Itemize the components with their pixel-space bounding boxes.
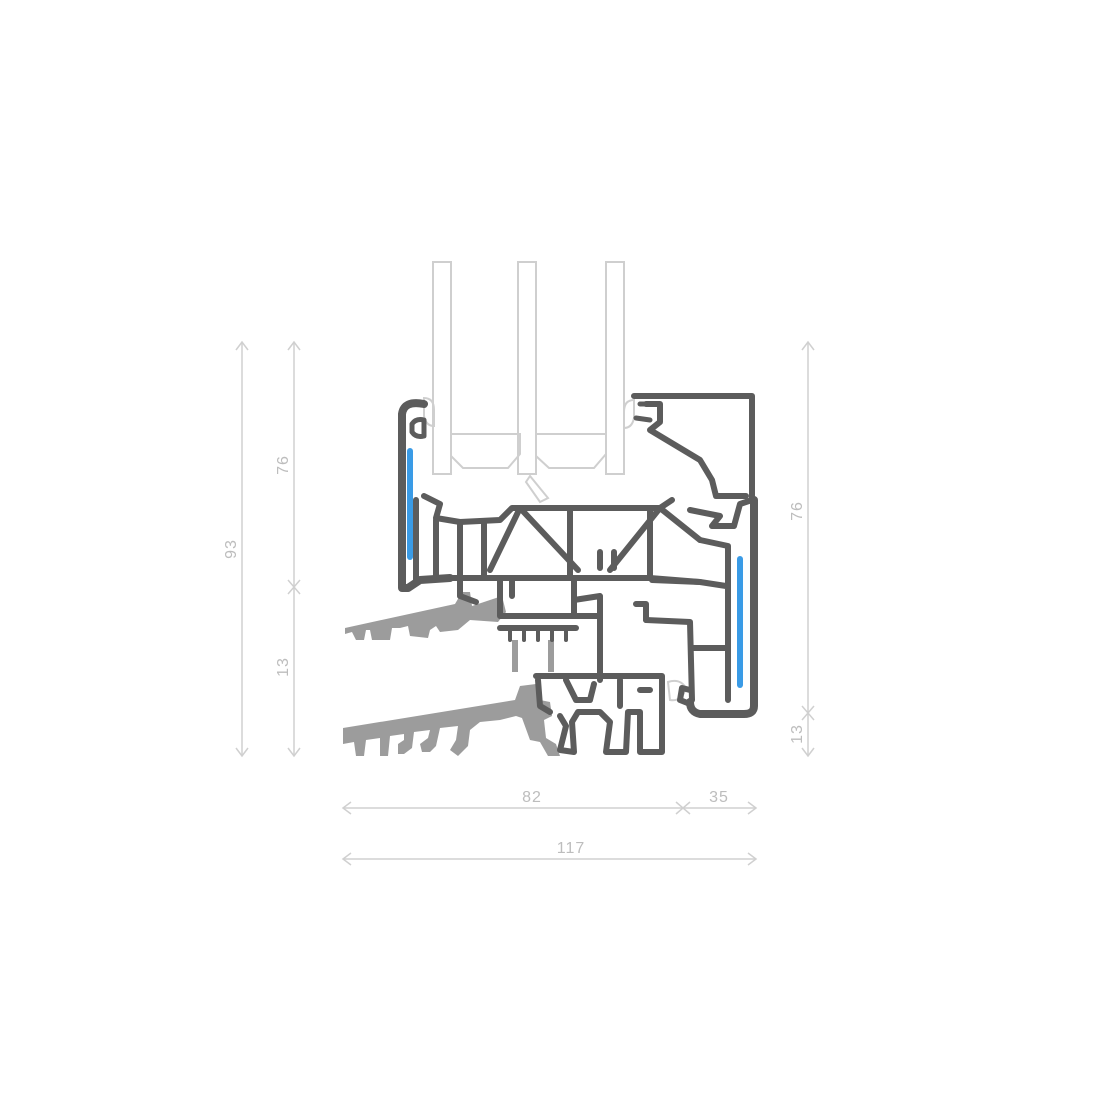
glazing-seal-inner: [623, 398, 635, 430]
dimension-lines: [235, 340, 815, 866]
triple-glazing: [423, 261, 688, 702]
dim-label-right-upper: 76: [789, 501, 806, 521]
gasket-right: [737, 556, 743, 688]
dim-arrows-left-mid: [287, 579, 301, 595]
glass-pane-outer: [432, 261, 452, 475]
sash-inner-lip: [643, 401, 749, 499]
dim-arrows-width-mid: [675, 801, 691, 815]
glazing-bead: [409, 417, 427, 439]
frame-right-chamber: [643, 537, 731, 703]
sill-lower-profile: [343, 684, 560, 756]
gasket-left: [407, 448, 413, 560]
frame-drain-corner: [677, 685, 693, 707]
frame-right-wall: [686, 496, 758, 718]
dim-arrows-overall-width: [341, 852, 758, 866]
frame-lower-web-2: [457, 575, 515, 605]
frame-vertical-webs: [567, 505, 653, 581]
dim-label-left-upper: 76: [275, 455, 292, 475]
dim-arrows-right-ends: [801, 340, 815, 758]
frame-left-rib: [421, 493, 675, 525]
sill-drain-strip-1: [512, 640, 518, 672]
frame-notch: [597, 549, 617, 571]
glass-spacer-left: [450, 433, 521, 469]
glass-spacer-right: [535, 433, 607, 469]
dim-label-overall-height: 93: [223, 539, 240, 559]
sash-hook: [687, 497, 755, 529]
frame-and-sash-profile: [398, 393, 758, 755]
dim-label-width-frame: 82: [522, 789, 542, 806]
frame-diagonal-right: [607, 505, 703, 573]
dim-label-overall-width: 117: [557, 840, 586, 857]
dim-arrows-overall-height: [235, 340, 249, 758]
frame-drain-block: [533, 673, 665, 755]
dimension-labels: 93 76 13 76 13 82 35 117: [223, 455, 806, 857]
frame-drain-inner: [535, 677, 653, 715]
glass-pane-middle: [517, 261, 537, 475]
sill-drain-strip-2: [548, 640, 554, 672]
dim-label-left-lower: 13: [275, 657, 292, 677]
dim-arrows-width-ends: [341, 801, 758, 815]
glass-pane-inner: [605, 261, 625, 475]
dim-label-width-sash: 35: [709, 789, 729, 806]
threshold-teeth: [508, 628, 568, 642]
sash-glazing-clip: [633, 401, 655, 423]
dim-arrows-left-ends: [287, 340, 301, 758]
thermal-gaskets: [407, 448, 743, 688]
frame-left-wall: [398, 399, 454, 592]
dim-arrows-right-mid: [801, 705, 815, 721]
frame-left-chamber: [413, 497, 487, 583]
frame-lower-web: [571, 593, 603, 683]
dim-label-right-lower: 13: [789, 724, 806, 744]
frame-pin: [633, 601, 649, 623]
window-sill: [343, 592, 560, 756]
sash-top-box: [631, 393, 755, 501]
sill-upper-profile: [345, 592, 506, 640]
glazing-wedge: [524, 474, 550, 504]
